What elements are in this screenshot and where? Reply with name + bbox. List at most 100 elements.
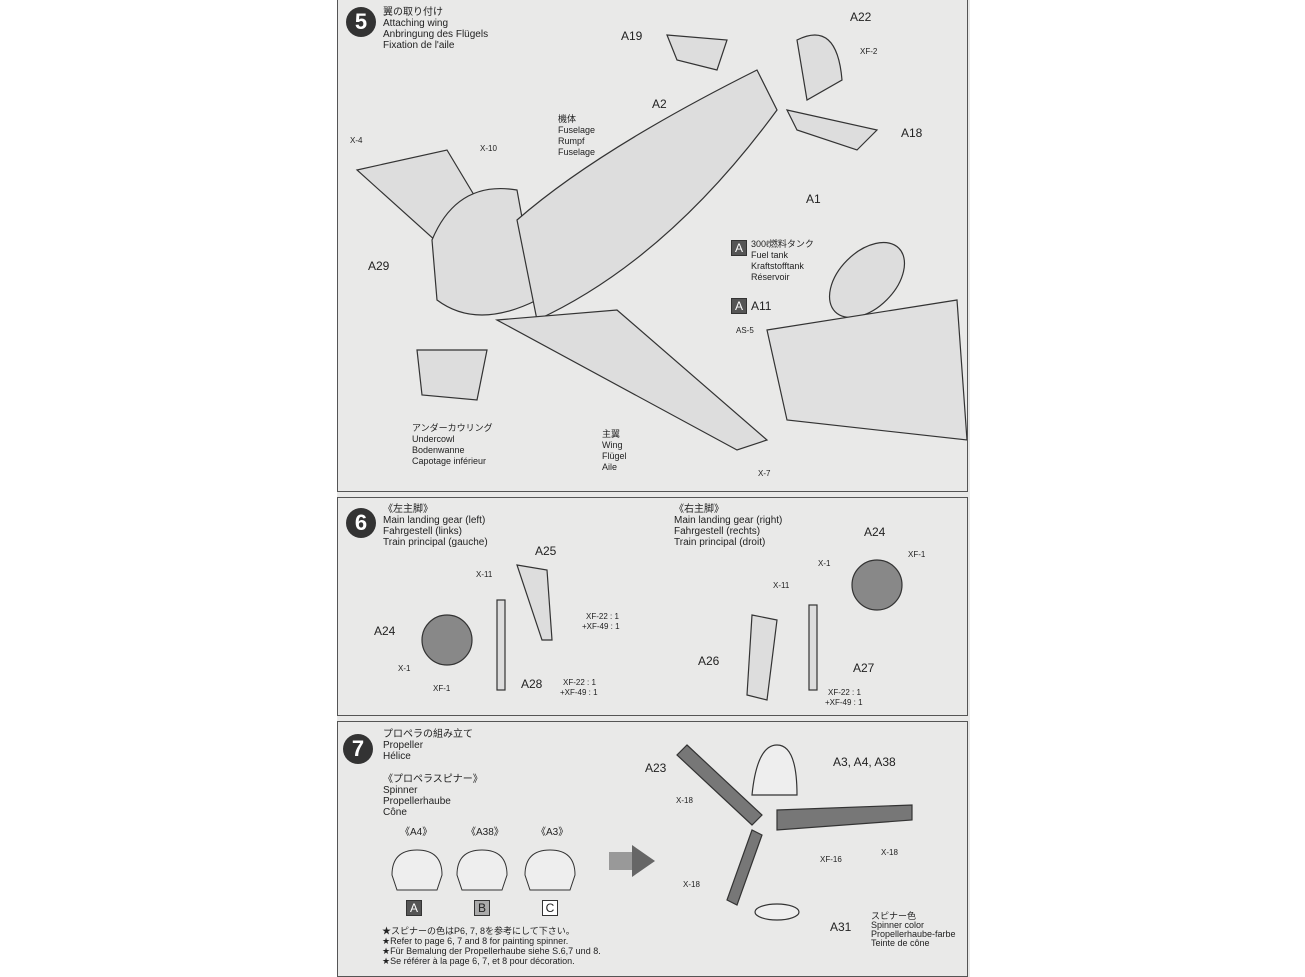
part-label: A25: [535, 544, 557, 558]
text: Main landing gear (right): [674, 515, 783, 526]
tailplane-a18: [785, 109, 879, 151]
paint-label: XF-22 : 1: [586, 612, 619, 621]
paint-label: XF-22 : 1: [563, 678, 596, 687]
text: 主翼: [602, 429, 621, 439]
part-label: A28: [521, 677, 543, 691]
text: Réservoir: [751, 272, 790, 282]
paint-label: XF-1: [433, 684, 451, 693]
fuel-tank-illustration: [828, 241, 906, 319]
paint-label: +XF-49 : 1: [560, 688, 598, 697]
paint-label: X-4: [350, 136, 363, 145]
propeller-blade: [726, 829, 763, 906]
option-part: 《A4》: [400, 827, 433, 838]
paint-label: X-18: [676, 796, 693, 805]
option-badge: C: [542, 899, 558, 916]
text: スピナー色: [871, 911, 917, 921]
paint-label: AS-5: [736, 326, 754, 335]
note: ★Refer to page 6, 7 and 8 for painting s…: [382, 936, 569, 946]
title-fr: Fixation de l'aile: [383, 40, 455, 51]
paint-label: X-11: [476, 570, 493, 579]
paint-label: X-1: [398, 664, 411, 673]
tailplane-a19: [666, 34, 728, 71]
text: Spinner color: [871, 920, 925, 930]
text: Fuselage: [558, 147, 596, 157]
option-part: 《A38》: [466, 827, 504, 838]
wheel-right: [851, 559, 903, 611]
spinner-illustration: [751, 744, 798, 796]
part-label: A29: [368, 259, 390, 273]
option-part: 《A3》: [536, 827, 569, 838]
part-label: A23: [645, 761, 667, 775]
part-label: A18: [901, 126, 923, 140]
assembly-illustrations: [355, 34, 968, 921]
option-badge: A: [406, 899, 422, 916]
direction-arrow: [609, 845, 655, 877]
part-label: A1: [806, 192, 821, 206]
paint-label: X-1: [818, 559, 831, 568]
text: アンダーカウリング: [412, 423, 493, 433]
title-en: Attaching wing: [383, 18, 449, 29]
step-number: 6: [346, 508, 376, 538]
option-badge: B: [474, 899, 490, 916]
paint-label: XF-22 : 1: [828, 688, 861, 697]
title-jp: 翼の取り付け: [383, 7, 443, 18]
left-gear-title: 《左主脚》Main landing gear (left)Fahrgestell…: [383, 504, 488, 548]
text: Capotage inférieur: [412, 456, 487, 466]
text: 《左主脚》: [383, 504, 433, 515]
note: ★スピナーの色はP6, 7, 8を参考にして下さい。: [382, 926, 575, 936]
paint-label: X-18: [683, 880, 700, 889]
text: Flügel: [602, 451, 627, 461]
strut-cover-a25: [516, 564, 553, 641]
text: Kraftstofftank: [751, 261, 804, 271]
paint-label: X-7: [758, 469, 771, 478]
text: Hélice: [383, 751, 411, 762]
paint-label: X-18: [881, 848, 898, 857]
paint-label: X-10: [480, 144, 497, 153]
text: Aile: [602, 462, 618, 472]
text: Fahrgestell (links): [383, 526, 462, 537]
text: Fahrgestell (rechts): [674, 526, 761, 537]
part-label: A22: [850, 10, 872, 24]
text: Wing: [602, 440, 623, 450]
part-label: A19: [621, 29, 643, 43]
part-label: A3, A4, A38: [833, 755, 896, 769]
part-label: A31: [830, 920, 852, 934]
rudder-a22: [796, 34, 843, 101]
paint-label: XF-1: [908, 550, 926, 559]
paint-label: +XF-49 : 1: [582, 622, 620, 631]
text: Propellerhaube-farbe: [871, 929, 956, 939]
step-number: 7: [343, 734, 373, 764]
step-number: 5: [346, 7, 376, 37]
text: Main landing gear (left): [383, 515, 486, 526]
text: 《右主脚》: [674, 504, 724, 515]
painting-notes: ★スピナーの色はP6, 7, 8を参考にして下さい。★Refer to page…: [382, 926, 601, 966]
paint-label: XF-2: [860, 47, 878, 56]
text: Train principal (droit): [674, 537, 766, 548]
text: 300ℓ燃料タンク: [751, 239, 814, 249]
leg-a27: [808, 604, 818, 691]
text: Teinte de cône: [871, 938, 930, 948]
option-badge: A: [731, 239, 747, 256]
part-label: A11: [751, 299, 772, 313]
undercowl-illustration: [416, 349, 488, 401]
text: Propellerhaube: [383, 796, 451, 807]
text: Propeller: [383, 740, 424, 751]
part-label: A27: [853, 661, 875, 675]
note: ★Für Bemalung der Propellerhaube siehe S…: [382, 946, 601, 956]
text: Cône: [383, 807, 407, 818]
right-gear-title: 《右主脚》Main landing gear (right)Fahrgestel…: [674, 504, 782, 548]
wing-illustration: [494, 309, 769, 451]
fuselage-illustration: [516, 69, 778, 321]
part-label: A24: [374, 624, 396, 638]
strut-cover-a26: [746, 614, 778, 701]
text: Fuel tank: [751, 250, 789, 260]
